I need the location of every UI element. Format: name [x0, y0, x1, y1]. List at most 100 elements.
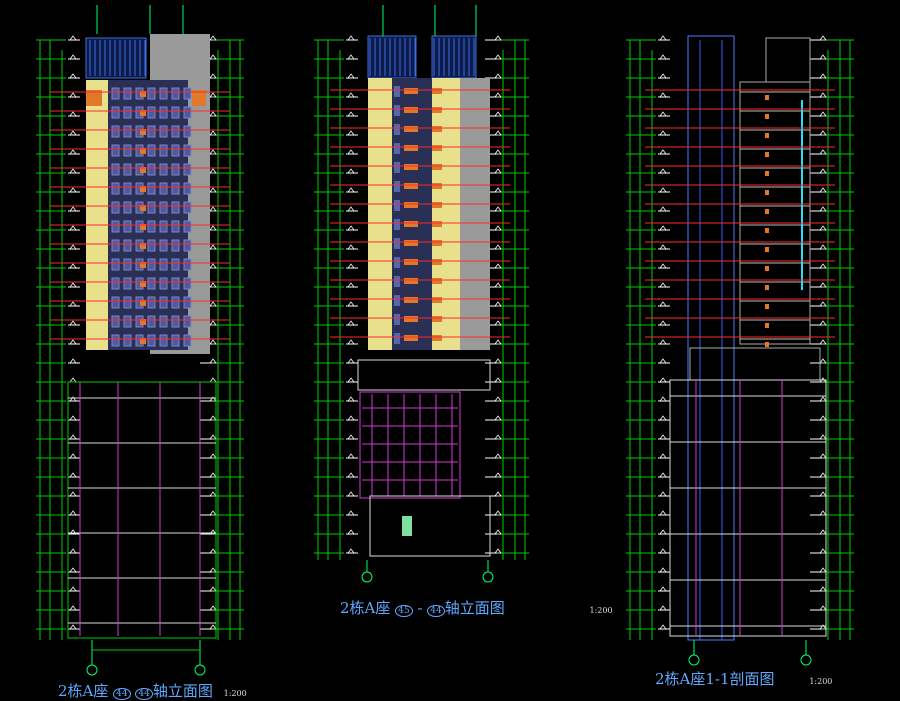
- window: [183, 125, 192, 138]
- level-triangle: [347, 282, 355, 288]
- window: [111, 296, 120, 309]
- window: [123, 106, 132, 119]
- level-triangle: [819, 244, 827, 250]
- podium-curtain-wall: [359, 391, 461, 499]
- drawing-caption-3: 2栋A座1-1剖面图 1:200: [655, 668, 832, 689]
- level-triangle: [69, 282, 77, 288]
- window: [171, 125, 180, 138]
- level-triangle: [659, 320, 667, 326]
- window: [111, 258, 120, 271]
- level-triangle: [494, 111, 502, 117]
- window: [394, 333, 400, 344]
- balcony-block: [432, 335, 442, 341]
- balcony-block: [404, 259, 418, 265]
- window: [394, 200, 400, 211]
- level-triangle: [69, 529, 77, 535]
- level-triangle: [659, 263, 667, 269]
- balcony-block: [140, 167, 146, 173]
- window: [147, 277, 156, 290]
- level-triangle: [819, 206, 827, 212]
- facade-windows: [392, 78, 432, 350]
- window: [123, 220, 132, 233]
- caption-1-axis-from: 44: [113, 688, 131, 700]
- level-triangle: [819, 263, 827, 269]
- balcony-block: [140, 148, 146, 154]
- window: [159, 239, 168, 252]
- beam: [765, 190, 769, 195]
- level-triangle: [347, 301, 355, 307]
- window: [183, 106, 192, 119]
- window: [159, 296, 168, 309]
- beam: [765, 133, 769, 138]
- podium-band: [357, 359, 491, 391]
- window: [123, 239, 132, 252]
- level-triangle: [819, 396, 827, 402]
- window: [111, 277, 120, 290]
- caption-1-suffix: 轴立面图: [152, 682, 213, 700]
- window: [394, 143, 400, 154]
- level-triangle: [659, 92, 667, 98]
- beam: [765, 171, 769, 176]
- level-triangle: [659, 377, 667, 383]
- ground-floor: [369, 495, 491, 557]
- level-triangle: [819, 54, 827, 60]
- balcony-block: [140, 243, 146, 249]
- window: [123, 87, 132, 100]
- window: [111, 87, 120, 100]
- window: [111, 201, 120, 214]
- level-triangle: [494, 339, 502, 345]
- level-triangle: [69, 548, 77, 554]
- level-triangle: [347, 529, 355, 535]
- level-triangle: [494, 377, 502, 383]
- level-triangle: [819, 73, 827, 79]
- level-triangle: [819, 111, 827, 117]
- level-triangle: [819, 605, 827, 611]
- level-triangle: [209, 415, 217, 421]
- yellow-wall-right: [432, 78, 460, 350]
- level-triangle: [347, 187, 355, 193]
- window: [159, 87, 168, 100]
- window: [111, 239, 120, 252]
- level-triangle: [209, 586, 217, 592]
- window: [111, 334, 120, 347]
- level-triangle: [209, 491, 217, 497]
- level-triangle: [209, 510, 217, 516]
- window: [183, 220, 192, 233]
- balcony-block: [432, 278, 442, 284]
- level-triangle: [347, 453, 355, 459]
- level-triangle: [659, 111, 667, 117]
- caption-3-title: 2栋A座1-1剖面图: [655, 670, 775, 688]
- level-triangle: [494, 149, 502, 155]
- window: [123, 201, 132, 214]
- window: [171, 163, 180, 176]
- level-triangle: [494, 244, 502, 250]
- level-triangle: [819, 567, 827, 573]
- caption-3-scale: 1:200: [809, 677, 833, 686]
- balcony-block: [404, 297, 418, 303]
- level-triangle: [347, 472, 355, 478]
- balcony-block: [140, 110, 146, 116]
- window: [147, 334, 156, 347]
- level-triangle: [659, 206, 667, 212]
- level-triangle: [659, 130, 667, 136]
- window: [171, 239, 180, 252]
- beam: [765, 323, 769, 328]
- balcony-block: [140, 262, 146, 268]
- axis-bubble: [194, 664, 206, 676]
- balcony-block: [404, 88, 418, 94]
- window: [159, 277, 168, 290]
- balcony-block: [404, 221, 418, 227]
- window: [159, 220, 168, 233]
- window: [394, 314, 400, 325]
- level-triangle: [69, 187, 77, 193]
- level-triangle: [819, 453, 827, 459]
- window: [171, 144, 180, 157]
- level-triangle: [347, 548, 355, 554]
- window: [123, 296, 132, 309]
- level-triangle: [659, 282, 667, 288]
- balcony-block: [404, 278, 418, 284]
- level-triangle: [69, 567, 77, 573]
- level-triangle: [69, 472, 77, 478]
